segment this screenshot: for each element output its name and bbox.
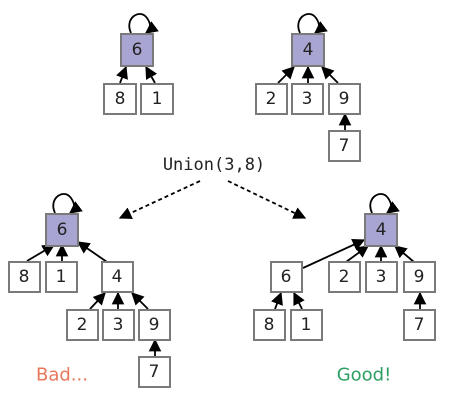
label-2: 2 [266, 89, 277, 109]
edge-1-to-6 [145, 65, 158, 84]
node-9-bad [138, 309, 171, 341]
node-4-root [291, 33, 325, 67]
self-loop-4 [297, 13, 328, 34]
node-4-root-good [364, 213, 398, 247]
node-7-bad [138, 356, 171, 388]
self-loop-4-good [369, 193, 400, 214]
label-2-good: 2 [339, 267, 350, 287]
union-arrows [118, 180, 307, 219]
label-1-good: 1 [301, 315, 312, 335]
node-3-good [365, 261, 398, 293]
node-8 [103, 83, 137, 115]
node-1 [140, 83, 174, 115]
edge-8-to-6-good [271, 291, 283, 310]
edge-6-to-4-good [302, 239, 366, 269]
label-3-bad: 3 [113, 315, 124, 335]
node-labels: 6 8 1 4 2 3 9 7 6 8 1 4 2 3 9 7 4 6 2 3 … [19, 40, 425, 382]
label-6-bad: 6 [57, 220, 68, 240]
arrow-to-bad [118, 180, 201, 219]
edge-9-to-4-bad [131, 292, 149, 310]
label-7-good: 7 [414, 315, 425, 335]
self-loop-6 [128, 13, 159, 34]
node-4-bad [101, 261, 134, 293]
node-7-good [403, 309, 436, 341]
edge-8-to-6 [116, 65, 128, 84]
edge-9-to-4-good [394, 245, 415, 263]
node-6-good [270, 261, 303, 293]
self-loop-6-bad [52, 193, 83, 214]
edge-2-to-4-good [345, 245, 370, 263]
node-1-good [290, 309, 323, 341]
node-7 [328, 130, 361, 162]
node-9-good [403, 261, 436, 293]
label-8: 8 [115, 89, 126, 109]
operation-label: Union(3,8) [163, 155, 265, 175]
label-6: 6 [132, 40, 143, 60]
edge-2-to-4 [277, 66, 295, 84]
label-8-good: 8 [264, 315, 275, 335]
nodes [8, 33, 436, 388]
edge-1-to-6-good [293, 291, 305, 310]
label-3-good: 3 [376, 267, 387, 287]
edge-4-to-6-bad [76, 241, 108, 263]
node-8-good [253, 309, 286, 341]
node-3 [291, 83, 324, 115]
edges [26, 13, 427, 356]
label-1: 1 [152, 89, 163, 109]
edge-8-to-6-bad [26, 244, 56, 262]
label-9-good: 9 [414, 267, 425, 287]
node-2 [255, 83, 288, 115]
label-9: 9 [339, 89, 350, 109]
label-4-good: 4 [376, 220, 387, 240]
node-8-bad [8, 261, 41, 293]
label-6-good: 6 [281, 267, 292, 287]
label-4-bad: 4 [112, 267, 123, 287]
edge-9-to-4 [321, 66, 339, 84]
node-2-bad [66, 309, 99, 341]
label-8-bad: 8 [19, 267, 30, 287]
label-3: 3 [302, 89, 313, 109]
good-label: Good! [337, 365, 392, 386]
node-1-bad [45, 261, 78, 293]
node-3-bad [102, 309, 135, 341]
label-4: 4 [303, 40, 314, 60]
node-9 [328, 83, 361, 115]
bad-label: Bad... [36, 365, 88, 386]
label-2-bad: 2 [77, 315, 88, 335]
node-6-root-bad [45, 213, 79, 247]
label-1-bad: 1 [56, 267, 67, 287]
label-7-bad: 7 [149, 362, 160, 382]
label-9-bad: 9 [149, 315, 160, 335]
edge-2-to-4-bad [89, 292, 106, 310]
node-6-root [120, 33, 154, 67]
label-7: 7 [339, 136, 350, 156]
arrow-to-good [227, 180, 307, 219]
node-2-good [328, 261, 361, 293]
